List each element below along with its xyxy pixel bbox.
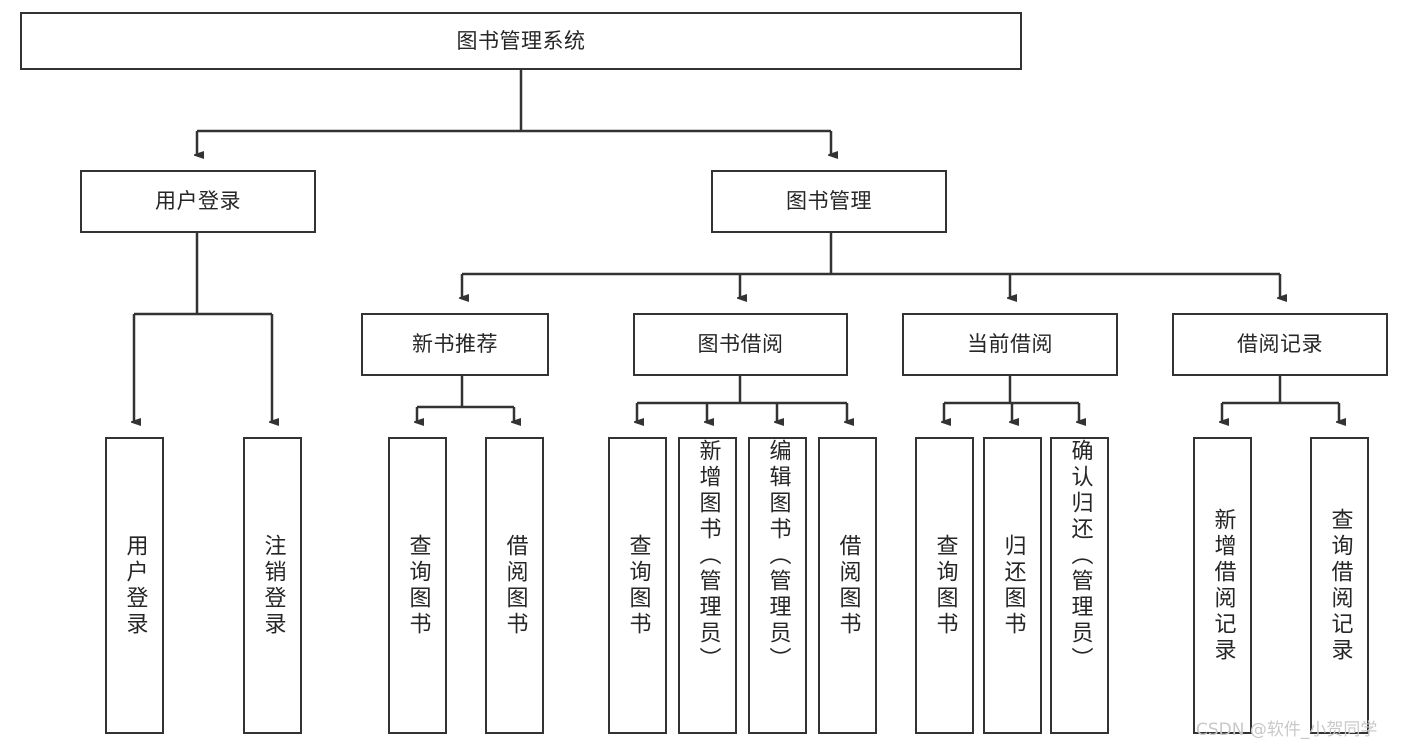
node-root-system[interactable]: 图书管理系统: [20, 12, 1022, 70]
node-leaf-borrow-book-1[interactable]: 借阅图书: [485, 437, 544, 734]
node-leaf-query-book-2[interactable]: 查询图书: [608, 437, 667, 734]
node-leaf-query-book-3[interactable]: 查询图书: [915, 437, 974, 734]
node-leaf-query-record[interactable]: 查询借阅记录: [1310, 437, 1369, 734]
node-leaf-logout-label: 注销登录: [260, 533, 286, 638]
watermark: CSDN @软件_小贺同学: [1196, 720, 1378, 740]
node-leaf-add-record[interactable]: 新增借阅记录: [1193, 437, 1252, 734]
node-leaf-add-record-label: 新增借阅记录: [1210, 507, 1236, 664]
node-leaf-return-book-label: 归还图书: [1000, 533, 1026, 638]
node-book-borrow[interactable]: 图书借阅: [633, 313, 848, 376]
node-leaf-query-book-1[interactable]: 查询图书: [388, 437, 447, 734]
node-leaf-borrow-book-2[interactable]: 借阅图书: [818, 437, 877, 734]
node-leaf-user-login-label: 用户登录: [122, 533, 148, 638]
node-leaf-borrow-book-2-label: 借阅图书: [835, 533, 861, 638]
node-current-borrow[interactable]: 当前借阅: [902, 313, 1118, 376]
node-borrow-record-label: 借阅记录: [1237, 332, 1323, 357]
node-leaf-edit-book[interactable]: 编辑图书（管理员）: [748, 437, 807, 734]
node-book-borrow-label: 图书借阅: [697, 332, 784, 357]
node-leaf-return-book[interactable]: 归还图书: [983, 437, 1042, 734]
node-new-book-recommend[interactable]: 新书推荐: [361, 313, 549, 376]
node-leaf-borrow-book-1-label: 借阅图书: [502, 533, 528, 638]
node-leaf-logout[interactable]: 注销登录: [243, 437, 302, 734]
node-borrow-record[interactable]: 借阅记录: [1172, 313, 1388, 376]
node-leaf-confirm-return-label: 确认归还（管理员）: [1067, 439, 1093, 673]
node-user-login[interactable]: 用户登录: [80, 170, 316, 233]
node-leaf-edit-book-label: 编辑图书（管理员）: [765, 439, 791, 673]
node-leaf-user-login[interactable]: 用户登录: [105, 437, 164, 734]
node-leaf-add-book[interactable]: 新增图书（管理员）: [678, 437, 737, 734]
node-root-system-label: 图书管理系统: [456, 28, 586, 53]
node-new-book-recommend-label: 新书推荐: [412, 332, 498, 357]
node-leaf-add-book-label: 新增图书（管理员）: [695, 439, 721, 673]
node-book-manage-label: 图书管理: [786, 189, 872, 214]
node-current-borrow-label: 当前借阅: [967, 332, 1053, 357]
node-book-manage[interactable]: 图书管理: [711, 170, 947, 233]
node-leaf-query-book-1-label: 查询图书: [405, 533, 431, 638]
node-user-login-label: 用户登录: [155, 189, 241, 214]
node-leaf-confirm-return[interactable]: 确认归还（管理员）: [1050, 437, 1109, 734]
node-leaf-query-book-2-label: 查询图书: [625, 533, 651, 638]
node-leaf-query-book-3-label: 查询图书: [932, 533, 958, 638]
node-leaf-query-record-label: 查询借阅记录: [1327, 507, 1353, 664]
